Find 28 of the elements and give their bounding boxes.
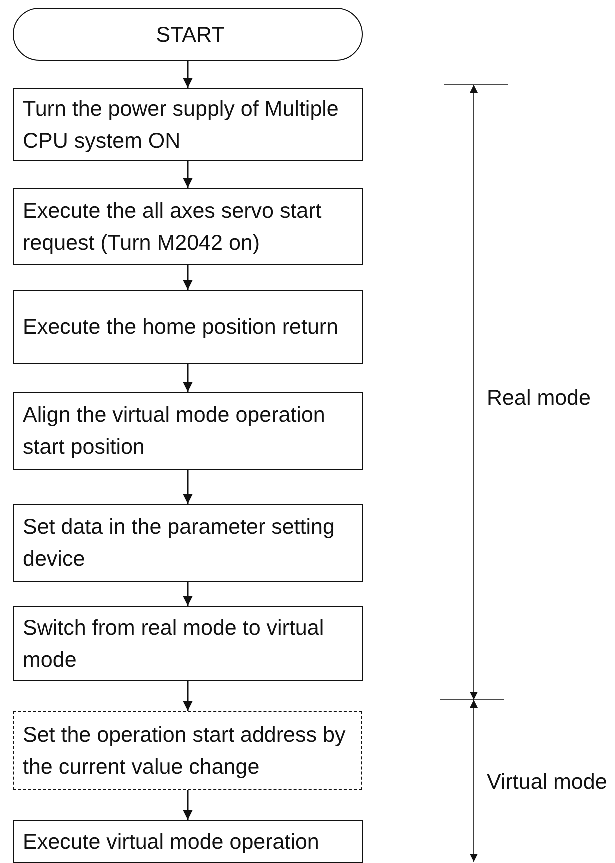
- process-box: [13, 188, 363, 265]
- start-terminal: [13, 8, 363, 61]
- arrow: [183, 265, 193, 290]
- arrow: [183, 470, 193, 504]
- arrow: [183, 790, 193, 820]
- arrow: [183, 364, 193, 392]
- process-box: [13, 711, 362, 790]
- mode-label: Real mode: [487, 386, 591, 411]
- step-text: Set the operation start address by the current value change: [23, 722, 347, 780]
- arrow: [183, 681, 193, 711]
- arrow: [183, 161, 193, 188]
- mode-label: Virtual mode: [487, 770, 608, 795]
- step-text: Switch from real mode to virtual mode: [23, 614, 326, 674]
- step-text: Set data in the parameter setting device: [23, 514, 336, 573]
- process-box: [13, 606, 363, 681]
- arrow: [183, 61, 193, 88]
- process-box: [13, 504, 363, 582]
- step-text: Turn the power supply of Multiple CPU system ON: [23, 96, 340, 154]
- step-text: START: [156, 22, 225, 48]
- process-box: [13, 290, 363, 364]
- step-text: Execute virtual mode operation: [23, 828, 320, 856]
- arrow: [183, 582, 193, 606]
- step-text: Execute the all axes servo start request (Turn M2042 on): [23, 198, 323, 256]
- step-text: Align the virtual mode operation start position: [23, 402, 326, 461]
- process-box: [13, 820, 363, 863]
- step-text: Execute the home position return: [23, 314, 339, 341]
- process-box: [13, 392, 363, 470]
- process-box: [13, 88, 363, 161]
